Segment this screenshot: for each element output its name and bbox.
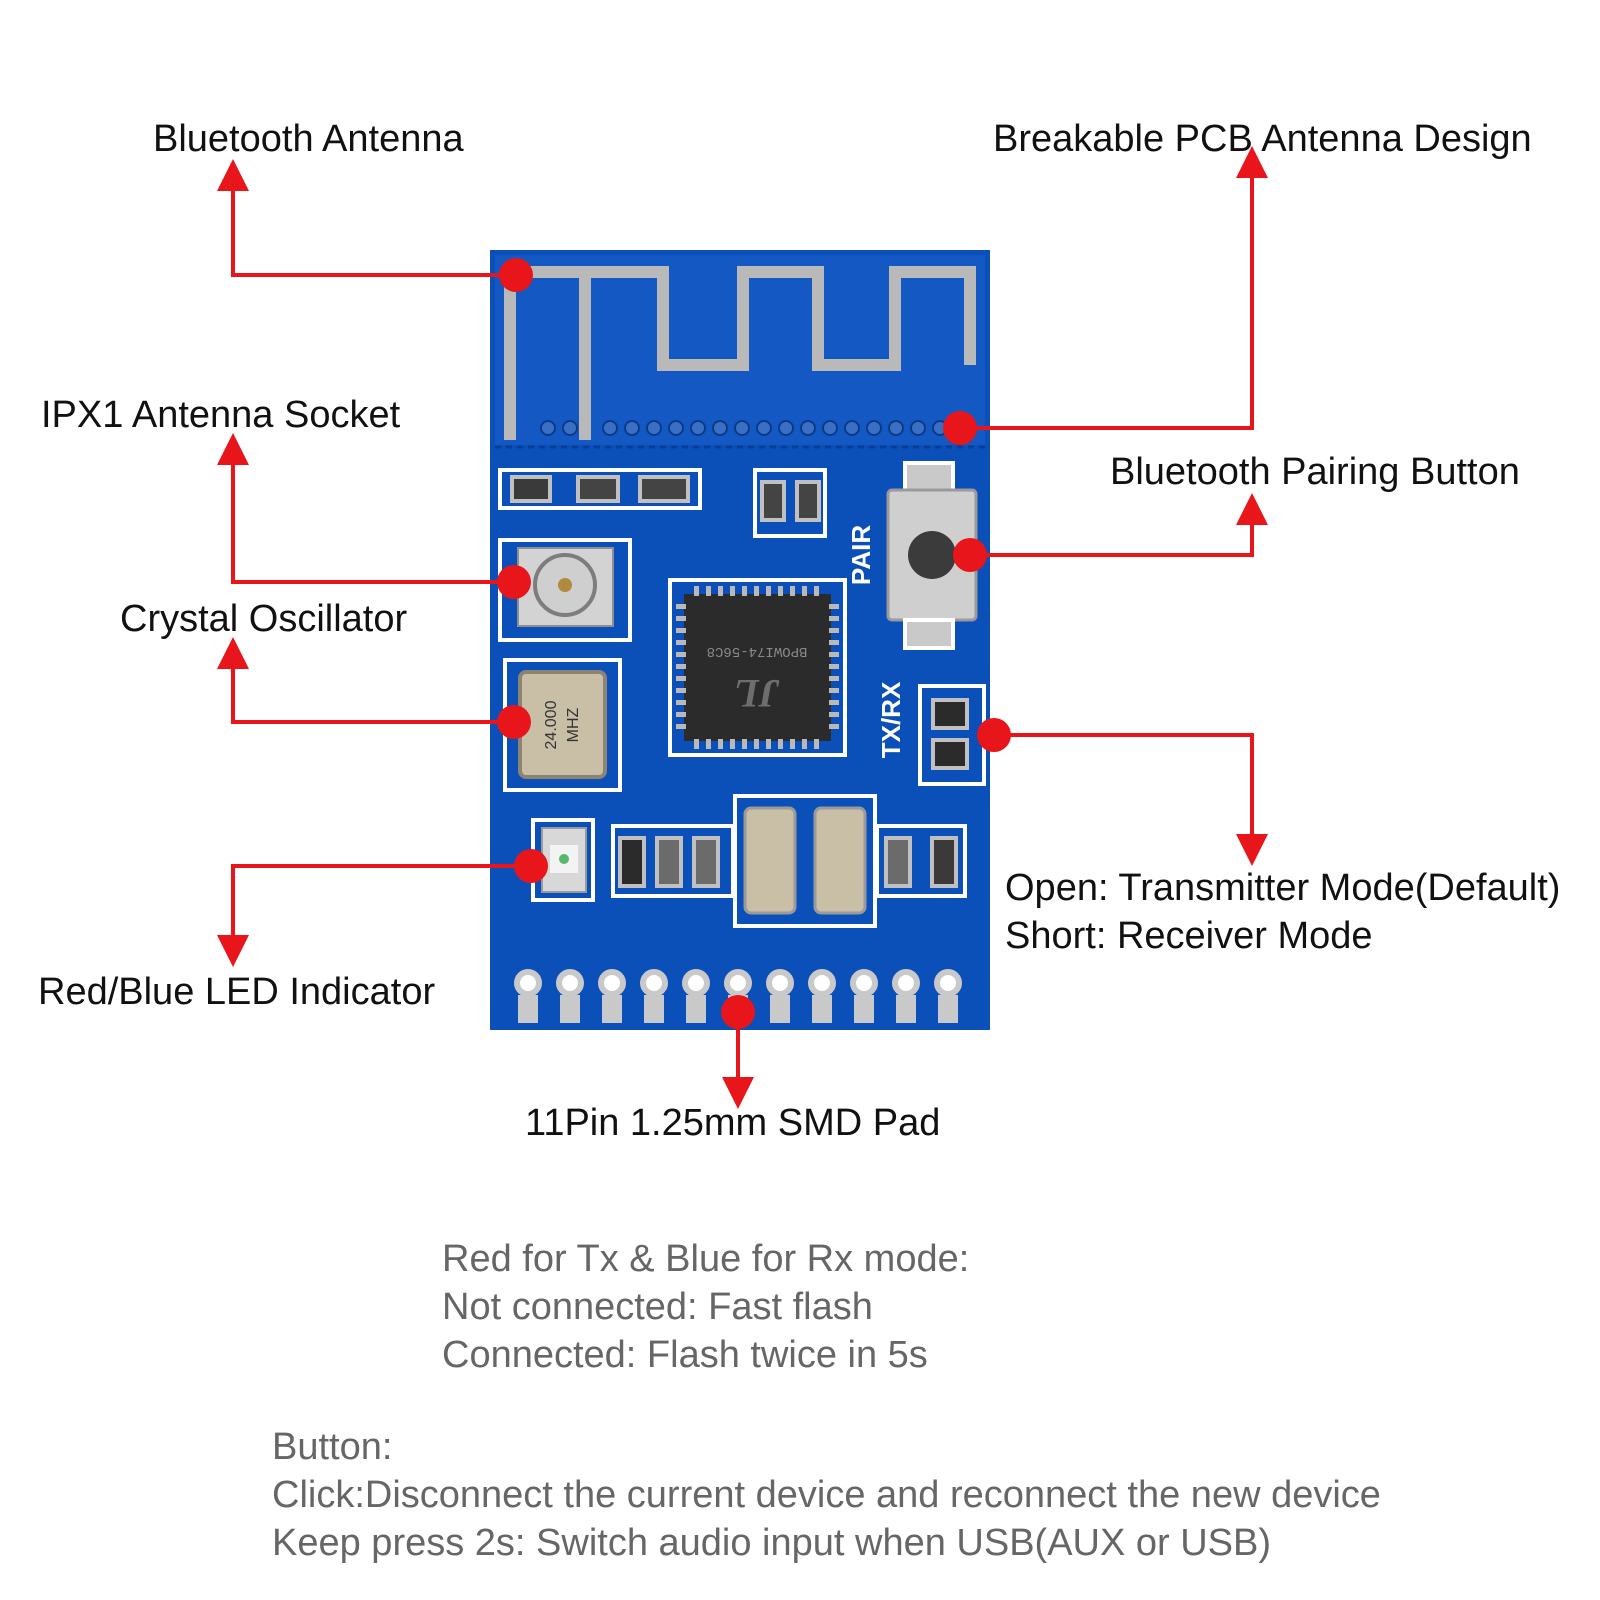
- silkscreen-txrx-label: TX/RX: [876, 681, 906, 758]
- leader-crystal: [217, 637, 514, 724]
- button-note-title: Button:: [272, 1426, 393, 1468]
- dot-ipx1-socket: [497, 565, 531, 599]
- label-pairing-button: Bluetooth Pairing Button: [1110, 451, 1520, 493]
- top-passives: [498, 468, 827, 538]
- dot-led: [514, 849, 548, 883]
- label-led-indicator: Red/Blue LED Indicator: [38, 971, 436, 1013]
- crystal-marking-line1: 24.000: [543, 700, 560, 749]
- leader-pairing-button: [970, 493, 1268, 557]
- antenna-via-row: [540, 420, 948, 436]
- button-note-line1: Click:Disconnect the current device and …: [272, 1474, 1381, 1516]
- label-smd-pad: 11Pin 1.25mm SMD Pad: [525, 1102, 941, 1144]
- crystal-oscillator: 24.000 MHZ: [503, 658, 622, 792]
- chip-logo: JL: [735, 671, 780, 716]
- led-note-line1: Not connected: Fast flash: [442, 1286, 873, 1328]
- dot-bluetooth-antenna: [499, 258, 533, 292]
- callout-dots: [497, 258, 1011, 1029]
- led-behavior-note: Red for Tx & Blue for Rx mode: Not conne…: [442, 1235, 969, 1379]
- button-note-line2: Keep press 2s: Switch audio input when U…: [272, 1522, 1272, 1564]
- dot-pairing-button: [953, 538, 987, 572]
- callout-leaders: [217, 146, 1268, 1109]
- leader-ipx1-socket: [217, 433, 514, 584]
- leader-led: [217, 864, 531, 967]
- leader-breakable-antenna: [960, 146, 1268, 430]
- dot-crystal: [497, 705, 531, 739]
- leader-tx-rx-jumper: [994, 733, 1268, 866]
- label-mode-short: Short: Receiver Mode: [1005, 915, 1373, 957]
- crystal-marking-line2: MHZ: [565, 707, 582, 742]
- smd-pad-tails: [518, 995, 958, 1023]
- button-behavior-note: Button: Click:Disconnect the current dev…: [272, 1423, 1381, 1567]
- pcb-antenna-trace: [504, 266, 976, 440]
- pcb-board: 24.000 MHZ: [490, 250, 990, 1030]
- red-blue-led: [531, 818, 595, 902]
- label-bluetooth-antenna: Bluetooth Antenna: [153, 118, 464, 160]
- bottom-passives: [611, 794, 967, 928]
- silkscreen-pair-label: PAIR: [846, 525, 876, 585]
- label-mode-open: Open: Transmitter Mode(Default): [1005, 867, 1561, 909]
- dot-smd-pad: [721, 995, 755, 1029]
- main-chip: BPOWI74-56C8 JL: [668, 578, 847, 757]
- label-ipx1-socket: IPX1 Antenna Socket: [41, 394, 401, 436]
- chip-marking: BPOWI74-56C8: [707, 643, 808, 659]
- chip-pins: [676, 586, 839, 749]
- label-crystal-oscillator: Crystal Oscillator: [120, 598, 408, 640]
- leader-bluetooth-antenna: [217, 159, 516, 277]
- dot-breakable-antenna: [943, 411, 977, 445]
- pairing-button: [886, 461, 978, 650]
- led-note-title: Red for Tx & Blue for Rx mode:: [442, 1238, 970, 1280]
- led-note-line2: Connected: Flash twice in 5s: [442, 1334, 928, 1376]
- smd-pad-row: [514, 969, 962, 997]
- dot-tx-rx-jumper: [977, 718, 1011, 752]
- label-breakable-pcb-antenna: Breakable PCB Antenna Design: [993, 118, 1532, 160]
